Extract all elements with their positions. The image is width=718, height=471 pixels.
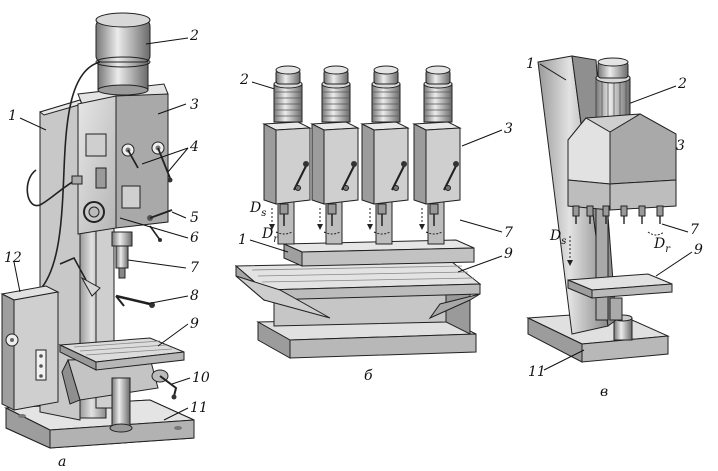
callout-a-6: 6 (190, 230, 199, 246)
callout-a-3: 3 (190, 97, 199, 113)
callout-a-2: 2 (189, 28, 199, 44)
callout-b-2: 2 (239, 72, 249, 88)
callout-b-1: 1 (238, 232, 247, 248)
callout-c-1: 1 (526, 56, 535, 72)
multi-spindle-head-c (567, 57, 677, 266)
callout-a-4: 4 (189, 139, 199, 155)
callout-a-5: 5 (190, 210, 199, 226)
spindle-head-b-3 (360, 65, 410, 245)
callout-a-9: 9 (190, 316, 199, 332)
spindle-a (111, 231, 133, 279)
rotation-label-c: Dr (653, 236, 671, 255)
callout-b-3: 3 (504, 121, 513, 137)
callout-a-12: 12 (4, 250, 22, 266)
callout-a-7: 7 (190, 260, 199, 276)
drill-head-a (77, 83, 173, 242)
work-lamp-a (59, 256, 101, 297)
callout-b-9: 9 (504, 246, 513, 262)
callout-b-7: 7 (504, 225, 513, 241)
handwheel-a (151, 369, 178, 400)
callout-a-11: 11 (190, 400, 208, 416)
callout-c-3: 3 (676, 138, 685, 154)
callouts-a (13, 37, 191, 421)
motor-a (95, 12, 151, 96)
table-bracket-a (61, 357, 159, 433)
spindle-c-5 (638, 205, 646, 217)
callout-c-9: 9 (694, 242, 703, 258)
table-a (58, 337, 185, 371)
machine-b (234, 239, 482, 359)
cable-a (37, 61, 101, 293)
callout-c-11: 11 (528, 364, 546, 380)
spindle-head-b-2 (310, 65, 360, 245)
spindle-c-6 (656, 205, 664, 217)
table-b (234, 261, 482, 320)
rotation-label-b: Dr (261, 226, 279, 245)
electrical-cabinet-a (0, 285, 60, 411)
table-c (567, 273, 673, 321)
spindle-c-3 (602, 205, 610, 217)
callout-a-1: 1 (8, 108, 17, 124)
spindle-c-4 (620, 205, 628, 217)
spindle-c-2 (586, 205, 594, 217)
spindle-heads-b (262, 65, 462, 245)
feed-label-b: Ds (249, 200, 266, 219)
feed-label-c: Ds (549, 228, 566, 247)
machine-a: 1 2 3 4 5 6 7 8 9 10 11 12 а (0, 12, 210, 470)
caption-b: б (364, 368, 373, 384)
spindle-head-b-4 (412, 65, 462, 245)
caption-c: в (600, 384, 608, 400)
feed-lever-a (115, 294, 155, 308)
caption-a: а (58, 454, 66, 470)
callout-c-2: 2 (677, 76, 687, 92)
callout-a-10: 10 (192, 370, 210, 386)
spindle-head-b-1 (262, 65, 312, 245)
callout-c-7: 7 (690, 222, 699, 238)
spindle-c-1 (572, 205, 580, 217)
callout-a-8: 8 (190, 288, 199, 304)
